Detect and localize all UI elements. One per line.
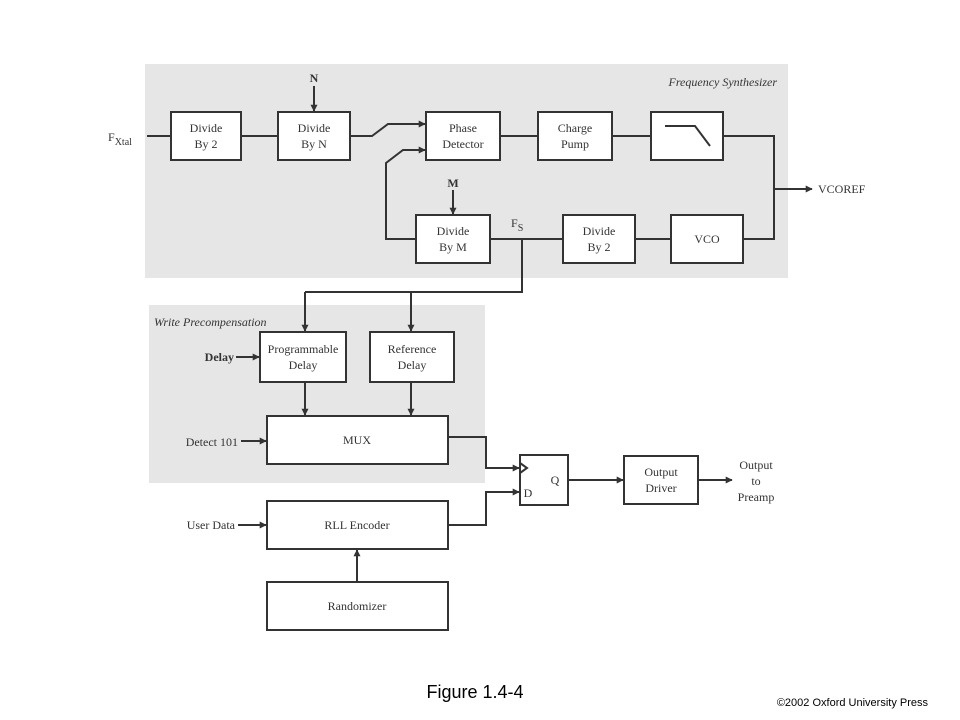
phase-detector-label-line1: Phase	[449, 121, 477, 135]
frequency-synthesizer-title: Frequency Synthesizer	[667, 75, 777, 89]
output-label-line2: to	[751, 474, 760, 488]
delay-label: Delay	[205, 350, 234, 364]
fs-label: FS	[511, 216, 523, 234]
phase-detector-label-line2: Detector	[442, 137, 483, 151]
m-label: M	[447, 176, 458, 190]
divn-to-phase-wire	[350, 120, 426, 137]
rll-encoder-block	[266, 500, 449, 550]
programmable-delay-label-line1: Programmable	[268, 342, 339, 356]
divide-by-m-label-line1: Divide	[437, 224, 470, 238]
mux-label: MUX	[343, 433, 371, 447]
vcoref-label: VCOREF	[818, 182, 866, 196]
lowpass-filter-icon	[665, 125, 711, 147]
copyright-notice: ©2002 Oxford University Press	[777, 697, 929, 709]
figure-caption: Figure 1.4-4	[426, 682, 523, 702]
rll-encoder-label: RLL Encoder	[324, 518, 389, 532]
charge-pump-label-line1: Charge	[558, 121, 592, 135]
mux-to-clock-wire	[448, 436, 520, 472]
clock-input-marker	[519, 462, 529, 474]
flipflop-d-label: D	[524, 486, 533, 500]
output-label-line3: Preamp	[738, 490, 775, 504]
mux-block	[266, 415, 449, 465]
output-driver-block	[623, 455, 699, 505]
fxtal-label: FXtal	[108, 130, 132, 148]
phase-detector-block	[425, 111, 501, 161]
user-data-label: User Data	[187, 518, 236, 532]
divide-by-m-block	[415, 214, 491, 264]
randomizer-label: Randomizer	[328, 599, 387, 613]
fs-tap-wire	[305, 239, 523, 293]
randomizer-block	[266, 581, 449, 631]
reference-delay-block	[369, 331, 455, 383]
n-label: N	[310, 71, 319, 85]
divide-by-2-label-line2: By 2	[194, 137, 217, 151]
divide-by-2-fs-block	[562, 214, 636, 264]
charge-pump-label-line2: Pump	[561, 137, 589, 151]
divide-by-n-block	[277, 111, 351, 161]
reference-delay-label-line2: Delay	[398, 358, 427, 372]
output-label-line1: Output	[739, 458, 773, 472]
divide-by-2-fs-label-line2: By 2	[587, 240, 610, 254]
output-driver-label-line1: Output	[644, 465, 678, 479]
vco-label: VCO	[694, 232, 720, 246]
write-precompensation-title: Write Precompensation	[154, 315, 267, 329]
flipflop-q-label: Q	[551, 473, 560, 487]
charge-pump-block	[537, 111, 613, 161]
reference-delay-label-line1: Reference	[388, 342, 437, 356]
programmable-delay-label-line2: Delay	[289, 358, 318, 372]
divide-by-2-label-line1: Divide	[190, 121, 223, 135]
feedback-to-phase-wire	[385, 146, 426, 240]
divide-by-n-label-line2: By N	[301, 137, 327, 151]
divide-by-2-fs-label-line1: Divide	[583, 224, 616, 238]
divide-by-n-label-line1: Divide	[298, 121, 331, 135]
divide-by-2-block	[170, 111, 242, 161]
rll-to-d-wire	[448, 488, 520, 526]
filter-output-wire	[723, 135, 775, 240]
programmable-delay-block	[259, 331, 347, 383]
divide-by-m-label-line2: By M	[439, 240, 467, 254]
detect-101-label: Detect 101	[186, 435, 238, 449]
loop-filter-block	[650, 111, 724, 161]
output-driver-label-line2: Driver	[645, 481, 676, 495]
